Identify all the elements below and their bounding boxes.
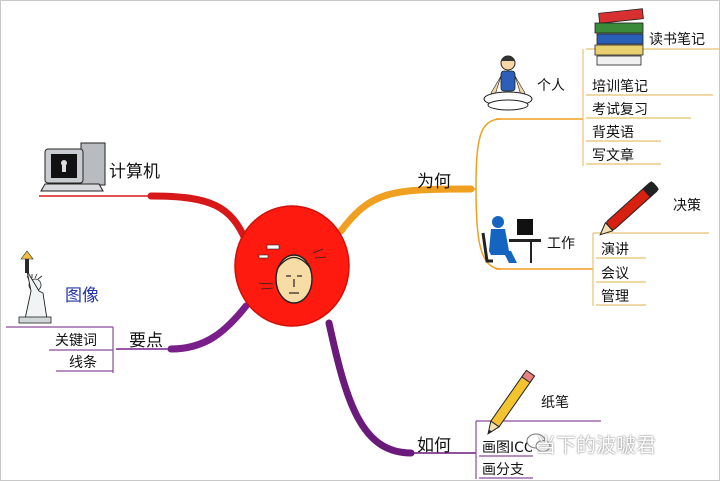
personal-label[interactable]: 个人 bbox=[537, 78, 565, 94]
how-item[interactable]: 画图ICON bbox=[482, 440, 532, 456]
branch-keypoints-line bbox=[167, 302, 250, 353]
statue-of-liberty-icon bbox=[18, 250, 52, 324]
thinking-head-icon bbox=[258, 244, 327, 304]
decision-label[interactable]: 决策 bbox=[673, 198, 701, 214]
work-item[interactable]: 会议 bbox=[601, 266, 629, 282]
branch-why-line bbox=[337, 185, 475, 235]
work-item[interactable]: 管理 bbox=[601, 289, 629, 305]
branch-how-line bbox=[325, 319, 415, 457]
wechat-icon bbox=[526, 433, 551, 452]
keypoint-item[interactable]: 关键词 bbox=[55, 333, 97, 349]
meditating-person-icon bbox=[483, 55, 533, 111]
work-item[interactable]: 演讲 bbox=[601, 242, 629, 258]
paper-pen-label[interactable]: 纸笔 bbox=[541, 395, 569, 411]
computer-icon bbox=[40, 142, 106, 192]
branch-computer-line bbox=[147, 192, 250, 245]
office-worker-icon bbox=[481, 216, 541, 263]
personal-item[interactable]: 写文章 bbox=[592, 148, 634, 164]
personal-item[interactable]: 背英语 bbox=[592, 125, 634, 141]
branch-why-label[interactable]: 为何 bbox=[417, 172, 451, 192]
pen-icon bbox=[599, 181, 659, 236]
branch-keypoints-label[interactable]: 要点 bbox=[129, 331, 163, 351]
watermark-text: 当下的波啵君 bbox=[536, 433, 656, 457]
book-stack-icon bbox=[594, 8, 644, 66]
branch-how-label[interactable]: 如何 bbox=[417, 436, 451, 456]
work-label[interactable]: 工作 bbox=[547, 236, 575, 252]
personal-item[interactable]: 考试复习 bbox=[592, 102, 648, 118]
image-label[interactable]: 图像 bbox=[65, 286, 99, 306]
reading-notes-label[interactable]: 读书笔记 bbox=[649, 32, 705, 48]
pencil-icon bbox=[487, 369, 536, 435]
personal-item[interactable]: 培训笔记 bbox=[592, 79, 648, 95]
keypoint-item[interactable]: 线条 bbox=[69, 355, 97, 371]
branch-computer-label[interactable]: 计算机 bbox=[109, 162, 160, 182]
how-item[interactable]: 画分支 bbox=[482, 462, 524, 478]
